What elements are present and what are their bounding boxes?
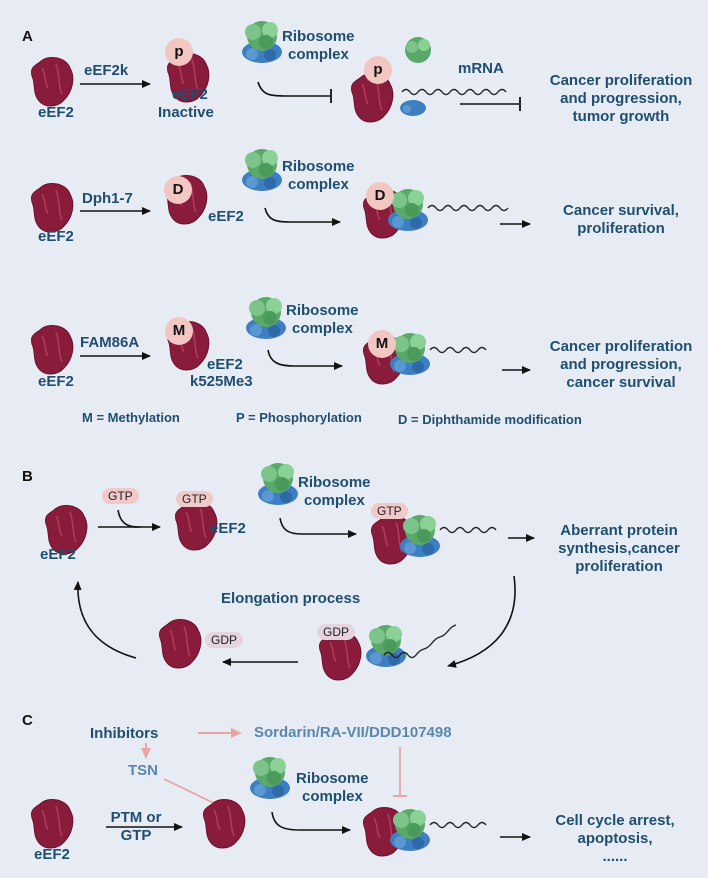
phospho-badge-r1-bound: p [364, 56, 392, 84]
complex-label-c: complex [302, 788, 363, 805]
gtp-pill-b3: GTP [371, 503, 408, 519]
gdp-pill-b1: GDP [317, 624, 356, 640]
ribosome-blue-r1 [400, 100, 426, 116]
outcome-r3-line3: cancer survival [566, 374, 676, 391]
outcome-b-line2: synthesis,cancer [558, 540, 680, 557]
arrow-b-curve-left [73, 581, 137, 659]
outcome-r2-line2: proliferation [577, 220, 665, 237]
mrna-c [429, 821, 487, 829]
panel-label-a: A [22, 28, 33, 45]
outcome-r3-line1: Cancer proliferation [549, 338, 693, 355]
outcome-r3-line2: and progression, [560, 356, 682, 373]
legend-phosphorylation: P = Phosphorylation [236, 410, 362, 425]
ribosome-c [250, 757, 290, 799]
tsn-label: TSN [128, 762, 158, 779]
ptm-label-line2: GTP [120, 827, 152, 844]
eef2-protein-c1 [30, 798, 74, 849]
outcome-b-line1: Aberrant protein [560, 522, 678, 539]
outcome-b-line3: proliferation [575, 558, 663, 575]
eef2-label-c: eEF2 [34, 846, 70, 863]
arrow-b2 [279, 517, 357, 538]
panel-label-c: C [22, 712, 33, 729]
ribosome-label-c: Ribosome [296, 770, 369, 787]
eef2-protein-c2 [202, 798, 246, 849]
mrna-b [439, 526, 497, 534]
eef2-protein-r3 [30, 324, 74, 375]
kinase-label: eEF2k [84, 62, 129, 79]
ptm-label-line1: PTM or [110, 809, 162, 826]
outcome-c-line1: Cell cycle arrest, [555, 812, 675, 829]
eef2-protein-r1 [30, 56, 74, 107]
mrna-r3 [429, 346, 487, 354]
methyl-badge-r3: M [165, 317, 193, 345]
arrow-r2-2 [264, 207, 341, 226]
inactive-label: Inactive [158, 104, 214, 121]
mrna-r1 [401, 88, 507, 96]
complex-label-r2: complex [288, 176, 349, 193]
eef2-protein-r2 [30, 182, 74, 233]
diphthamide-badge-r2-bound: D [366, 182, 394, 210]
complex-label-r3: complex [292, 320, 353, 337]
fam86a-label: FAM86A [80, 334, 140, 351]
legend-diphthamide: D = Diphthamide modification [398, 412, 582, 427]
k525me3-label: k525Me3 [190, 373, 253, 390]
ribosome-label-r1: Ribosome [282, 28, 355, 45]
eef2-label-r3: eEF2 [38, 373, 74, 390]
arrow-c2 [271, 811, 351, 834]
ribosome-label-b: Ribosome [298, 474, 371, 491]
outcome-r1-line3: tumor growth [572, 108, 670, 125]
complex-label-r1: complex [288, 46, 349, 63]
mrna-b-free [383, 624, 457, 659]
ribosome-label-r3: Ribosome [286, 302, 359, 319]
mrna-r2 [427, 204, 509, 212]
legend-methylation: M = Methylation [82, 410, 180, 425]
ribosome-r2 [242, 149, 282, 191]
ribosome-green-r1 [405, 37, 431, 63]
diphthamide-badge-r2: D [164, 176, 192, 204]
methyl-badge-r3-bound: M [368, 330, 396, 358]
panel-label-b: B [22, 468, 33, 485]
inhibitors-label: Inhibitors [90, 725, 159, 742]
elongation-process-label: Elongation process [221, 590, 361, 607]
arrow-b1 [117, 509, 161, 531]
eef2-label-r1: eEF2 [38, 104, 74, 121]
eef2-label-b2: eEF2 [210, 520, 246, 537]
drugs-label: Sordarin/RA-VII/DDD107498 [254, 724, 452, 741]
ribosome-r1 [242, 21, 282, 63]
ribosome-b [258, 463, 298, 505]
outcome-r1-line2: and progression, [560, 90, 682, 107]
gtp-pill-b1: GTP [102, 488, 139, 504]
inhibit-r1 [257, 81, 330, 97]
eef2-protein-b5 [158, 618, 202, 669]
ribosome-b-free [366, 625, 406, 667]
phospho-badge-r1: p [165, 38, 193, 66]
eef2-label-r1-mod: eEF2 [172, 86, 208, 103]
mrna-label: mRNA [458, 60, 504, 77]
arrow-r3-2 [267, 349, 343, 370]
ribosome-r3 [246, 297, 286, 339]
gtp-pill-b2: GTP [176, 491, 213, 507]
arrow-b-curve-right [447, 575, 516, 668]
eef2-label-b1: eEF2 [40, 546, 76, 563]
outcome-r1-line1: Cancer proliferation [549, 72, 693, 89]
dph-label: Dph1-7 [82, 190, 133, 207]
outcome-r2-line1: Cancer survival, [563, 202, 679, 219]
gdp-pill-b2: GDP [205, 632, 244, 648]
outcome-c-line3: ...... [602, 848, 628, 865]
complex-label-b: complex [304, 492, 365, 509]
outcome-c-line2: apoptosis, [577, 830, 653, 847]
eef2-label-r3-mod: eEF2 [207, 356, 243, 373]
eef2-label-r2-mod: eEF2 [208, 208, 244, 225]
ribosome-label-r2: Ribosome [282, 158, 355, 175]
eef2-label-r2: eEF2 [38, 228, 74, 245]
